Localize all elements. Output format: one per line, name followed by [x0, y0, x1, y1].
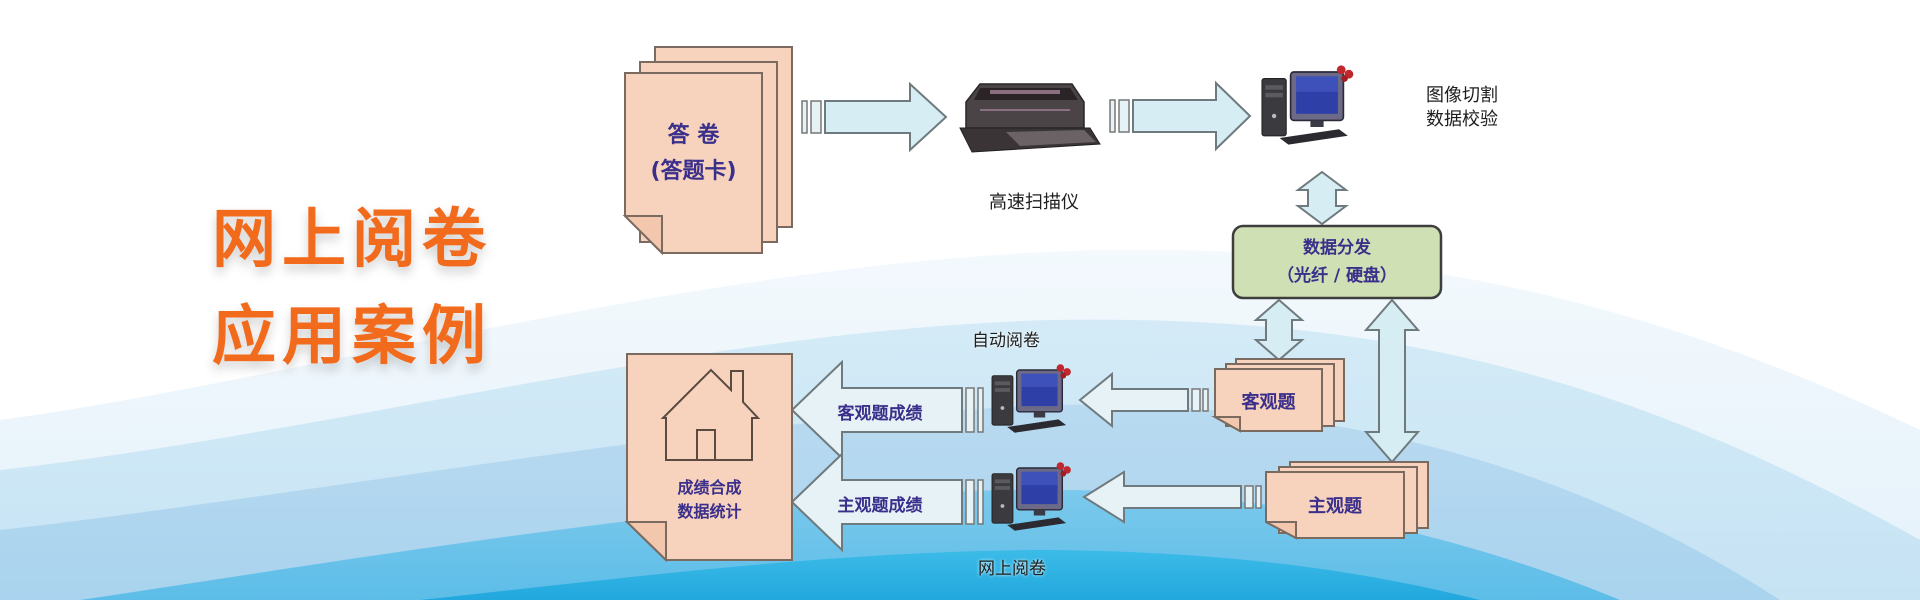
online-marking-label: 网上阅卷 [978, 559, 1046, 579]
headline-line-2: 应用案例 [212, 300, 492, 374]
score-statistics-line-1: 成绩合成 [677, 478, 742, 497]
score-statistics-document [624, 353, 793, 563]
arrow-objective-to-auto-pc [1078, 371, 1209, 429]
objective-score-arrow [790, 359, 984, 461]
answer-sheet-title: 答 卷 [667, 123, 720, 148]
arrow-sheets-to-scanner [801, 81, 948, 153]
score-statistics-label: 成绩合成 数据统计 [627, 476, 792, 524]
image-processing-label: 图像切割 数据校验 [1426, 84, 1498, 132]
arrow-subjective-to-online-pc [1082, 470, 1262, 524]
data-distribution-box [1231, 224, 1443, 300]
online-marking-computer-icon [991, 461, 1072, 532]
objective-questions-stack [1211, 358, 1345, 433]
auto-marking-label: 自动阅卷 [972, 331, 1040, 351]
house-icon [660, 368, 761, 461]
double-arrow-pc-distribution [1295, 170, 1349, 226]
auto-marking-computer-icon [991, 363, 1072, 434]
subjective-questions-stack [1265, 461, 1429, 540]
answer-sheet-label: 答 卷 (答题卡) [625, 118, 762, 190]
arrow-scanner-to-pc [1109, 80, 1252, 152]
double-arrow-distribution-subjective [1363, 298, 1421, 464]
answer-sheet-subtitle: (答题卡) [650, 159, 737, 184]
image-processing-line-1: 图像切割 [1426, 85, 1498, 106]
wave-layer-5 [420, 550, 1480, 600]
subjective-score-arrow [790, 451, 984, 553]
subjective-score-label: 主观题成绩 [837, 496, 923, 516]
subjective-questions-label: 主观题 [1308, 496, 1362, 517]
data-distribution-title: 数据分发 [1303, 238, 1371, 258]
double-arrow-distribution-objective [1253, 298, 1305, 362]
objective-questions-label: 客观题 [1241, 392, 1296, 413]
data-distribution-label: 数据分发 （光纤 / 硬盘） [1233, 234, 1441, 290]
data-distribution-subtitle: （光纤 / 硬盘） [1276, 266, 1398, 286]
score-statistics-line-2: 数据统计 [677, 502, 742, 521]
image-processing-computer-icon [1261, 64, 1355, 146]
objective-score-label: 客观题成绩 [837, 404, 923, 424]
scanner-icon [959, 83, 1101, 153]
headline-line-1: 网上阅卷 [212, 203, 492, 277]
image-processing-line-2: 数据校验 [1426, 109, 1498, 130]
scanner-label: 高速扫描仪 [989, 192, 1079, 213]
answer-sheet-stack [622, 46, 793, 256]
